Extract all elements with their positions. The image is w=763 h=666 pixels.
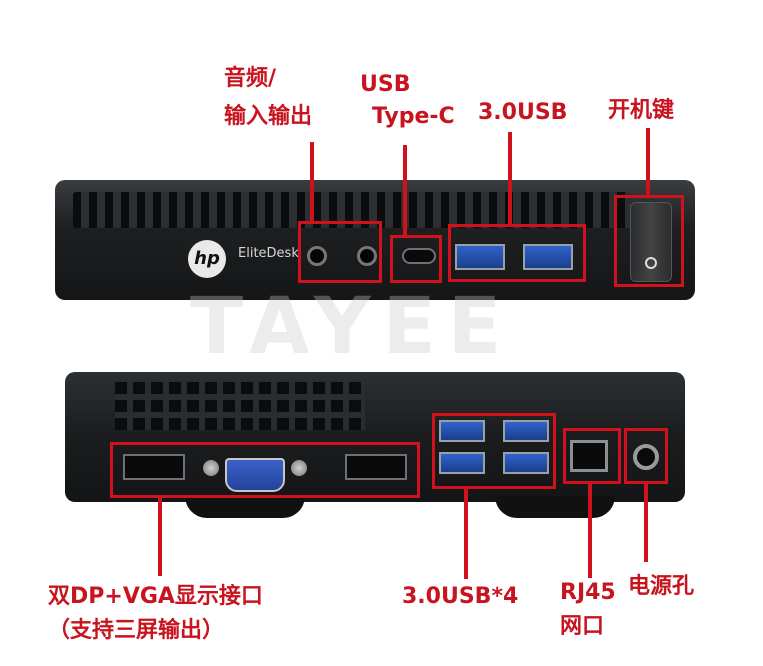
audio-box xyxy=(298,221,382,283)
rj45-box xyxy=(563,428,621,484)
label-usbc-line1: USB xyxy=(360,72,411,97)
label-power-key: 开机键 xyxy=(608,98,675,123)
power-icon xyxy=(645,257,657,269)
usbc-box xyxy=(390,235,442,283)
vga-port xyxy=(225,458,285,492)
usb30-box xyxy=(448,224,586,282)
usb30x4-box xyxy=(432,413,556,489)
usb-c-port xyxy=(402,248,436,264)
label-display-line1: 双DP+VGA显示接口 xyxy=(48,584,263,609)
usb3-port-2 xyxy=(523,244,573,270)
headphone-jack xyxy=(307,246,327,266)
rear-usb-2 xyxy=(503,420,549,442)
vga-screw-right xyxy=(291,460,307,476)
rear-usb-1 xyxy=(439,420,485,442)
rear-usb-4 xyxy=(503,452,549,474)
power-port-box xyxy=(624,428,668,484)
label-power-port: 电源孔 xyxy=(628,574,695,599)
model-name: EliteDesk xyxy=(238,246,299,261)
foot-left xyxy=(185,496,305,518)
foot-right xyxy=(495,496,615,518)
rear-panel xyxy=(65,372,685,518)
label-usb30x4: 3.0USB*4 xyxy=(402,584,519,609)
rear-vents xyxy=(115,380,365,430)
label-display-line2: （支持三屏输出） xyxy=(48,618,225,643)
hp-logo: hp xyxy=(188,240,226,278)
vga-screw-left xyxy=(203,460,219,476)
rj45-leader xyxy=(588,482,592,578)
label-usbc-line2: Type-C xyxy=(372,104,455,129)
audio-leader xyxy=(310,142,314,224)
displayport-1 xyxy=(123,454,185,480)
usb30-leader xyxy=(508,132,512,226)
power-button xyxy=(630,202,672,282)
label-rj45-line1: RJ45 xyxy=(560,580,616,605)
label-audio-line1: 音频/ xyxy=(224,66,277,91)
display-leader xyxy=(158,496,162,576)
mic-jack xyxy=(357,246,377,266)
label-audio-line2: 输入输出 xyxy=(224,104,313,129)
power-port-leader xyxy=(644,482,648,562)
usb30x4-leader xyxy=(464,487,468,579)
displayport-2 xyxy=(345,454,407,480)
dc-power-jack xyxy=(633,444,659,470)
power-key-box xyxy=(614,195,684,287)
label-usb30: 3.0USB xyxy=(478,100,568,125)
front-panel: hp EliteDesk xyxy=(55,180,695,300)
rj45-port xyxy=(570,440,608,472)
rear-usb-3 xyxy=(439,452,485,474)
usbc-leader xyxy=(403,145,407,237)
usb3-port-1 xyxy=(455,244,505,270)
label-rj45-line2: 网口 xyxy=(560,614,605,639)
display-ports-box xyxy=(110,442,420,498)
power-key-leader xyxy=(646,128,650,198)
watermark: TAYEE xyxy=(190,282,514,372)
